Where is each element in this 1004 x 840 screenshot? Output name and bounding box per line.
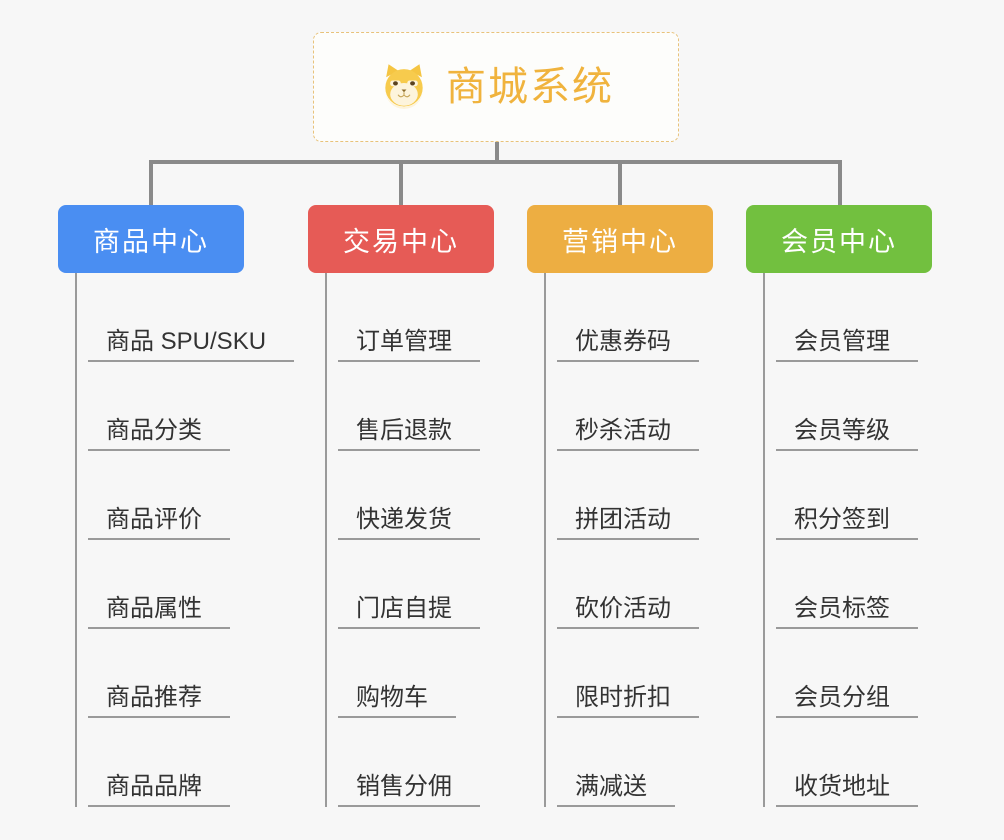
root-title: 商城系统 (446, 65, 614, 109)
leaf-item[interactable]: 拼团活动 (527, 451, 713, 540)
leaf-label: 快递发货 (338, 506, 480, 540)
column-spine-1 (325, 273, 327, 807)
leaf-label: 售后退款 (338, 417, 480, 451)
leaf-item[interactable]: 收货地址 (746, 718, 932, 807)
leaf-label: 商品 SPU/SKU (88, 328, 295, 362)
leaf-item[interactable]: 积分签到 (746, 451, 932, 540)
leaf-label: 门店自提 (338, 595, 480, 629)
leaf-item[interactable]: 限时折扣 (527, 629, 713, 718)
column-spine-0 (75, 273, 77, 807)
leaf-label: 会员管理 (776, 328, 918, 362)
category-header-1[interactable]: 交易中心 (308, 205, 494, 273)
leaf-item[interactable]: 订单管理 (308, 273, 494, 362)
connector-drop-1 (149, 160, 153, 206)
leaf-label: 订单管理 (338, 328, 480, 362)
leaf-item[interactable]: 商品分类 (58, 362, 244, 451)
leaf-label: 会员分组 (776, 684, 918, 718)
leaf-label: 会员等级 (776, 417, 918, 451)
leaf-item[interactable]: 购物车 (308, 629, 494, 718)
category-column-0: 商品中心 商品 SPU/SKU 商品分类 商品评价 商品属性 商品推荐 商品品牌 (58, 205, 295, 807)
category-header-2[interactable]: 营销中心 (527, 205, 713, 273)
category-column-1: 交易中心 订单管理 售后退款 快递发货 门店自提 购物车 销售分佣 (308, 205, 494, 807)
leaf-label: 收货地址 (776, 773, 918, 807)
leaf-label: 商品推荐 (88, 684, 230, 718)
leaf-label: 限时折扣 (557, 684, 699, 718)
leaf-label: 商品评价 (88, 506, 230, 540)
leaf-item[interactable]: 销售分佣 (308, 718, 494, 807)
leaf-item[interactable]: 会员标签 (746, 540, 932, 629)
leaf-label: 会员标签 (776, 595, 918, 629)
column-spine-3 (763, 273, 765, 807)
leaf-label: 购物车 (338, 684, 456, 718)
category-column-3: 会员中心 会员管理 会员等级 积分签到 会员标签 会员分组 收货地址 (746, 205, 932, 807)
connector-root-stem (495, 142, 499, 162)
leaf-item[interactable]: 满减送 (527, 718, 713, 807)
leaf-item[interactable]: 秒杀活动 (527, 362, 713, 451)
category-header-label: 商品中心 (93, 226, 209, 257)
category-column-2: 营销中心 优惠券码 秒杀活动 拼团活动 砍价活动 限时折扣 满减送 (527, 205, 713, 807)
category-header-0[interactable]: 商品中心 (58, 205, 244, 273)
leaf-item[interactable]: 售后退款 (308, 362, 494, 451)
leaf-label: 砍价活动 (557, 595, 699, 629)
category-header-3[interactable]: 会员中心 (746, 205, 932, 273)
leaf-item[interactable]: 快递发货 (308, 451, 494, 540)
leaf-list-2: 优惠券码 秒杀活动 拼团活动 砍价活动 限时折扣 满减送 (527, 273, 713, 807)
leaf-item[interactable]: 商品评价 (58, 451, 244, 540)
shiba-dog-face-icon (378, 61, 430, 113)
leaf-label: 优惠券码 (557, 328, 699, 362)
root-node[interactable]: 商城系统 (313, 32, 679, 142)
leaf-list-0: 商品 SPU/SKU 商品分类 商品评价 商品属性 商品推荐 商品品牌 (58, 273, 295, 807)
leaf-label: 积分签到 (776, 506, 918, 540)
leaf-item[interactable]: 商品属性 (58, 540, 244, 629)
leaf-label: 商品属性 (88, 595, 230, 629)
leaf-list-1: 订单管理 售后退款 快递发货 门店自提 购物车 销售分佣 (308, 273, 494, 807)
leaf-label: 满减送 (557, 773, 675, 807)
leaf-label: 秒杀活动 (557, 417, 699, 451)
connector-drop-3 (618, 160, 622, 206)
leaf-item[interactable]: 门店自提 (308, 540, 494, 629)
leaf-label: 商品品牌 (88, 773, 230, 807)
leaf-item[interactable]: 商品 SPU/SKU (58, 273, 295, 362)
connector-drop-4 (838, 160, 842, 206)
leaf-label: 拼团活动 (557, 506, 699, 540)
column-spine-2 (544, 273, 546, 807)
connector-drop-2 (399, 160, 403, 206)
leaf-item[interactable]: 会员等级 (746, 362, 932, 451)
connector-horizontal-bus (150, 160, 842, 164)
leaf-item[interactable]: 商品品牌 (58, 718, 244, 807)
leaf-item[interactable]: 会员管理 (746, 273, 932, 362)
category-header-label: 交易中心 (343, 226, 459, 257)
leaf-label: 商品分类 (88, 417, 230, 451)
leaf-label: 销售分佣 (338, 773, 480, 807)
category-header-label: 会员中心 (781, 226, 897, 257)
leaf-item[interactable]: 会员分组 (746, 629, 932, 718)
leaf-item[interactable]: 优惠券码 (527, 273, 713, 362)
category-header-label: 营销中心 (562, 226, 678, 257)
leaf-list-3: 会员管理 会员等级 积分签到 会员标签 会员分组 收货地址 (746, 273, 932, 807)
leaf-item[interactable]: 砍价活动 (527, 540, 713, 629)
leaf-item[interactable]: 商品推荐 (58, 629, 244, 718)
